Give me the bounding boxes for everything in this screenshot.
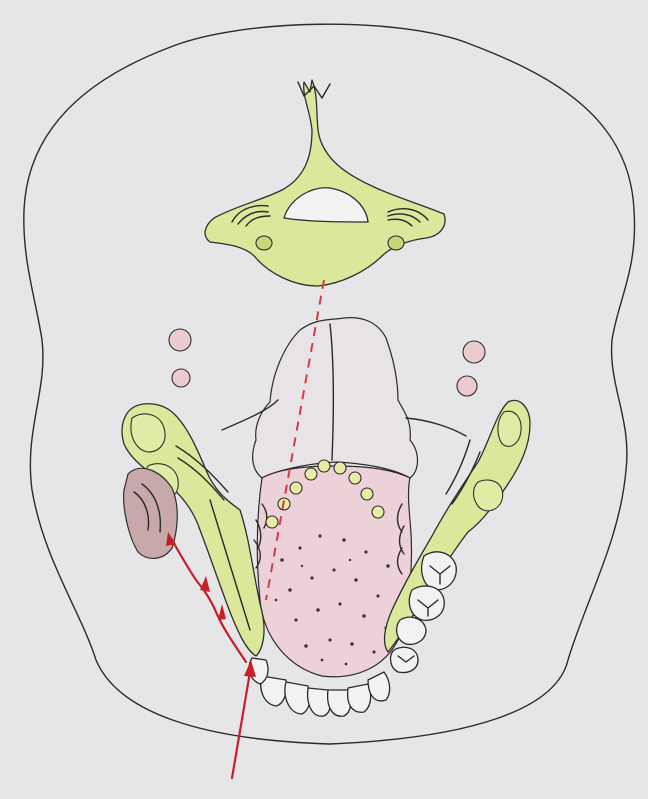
vertebra <box>205 80 445 286</box>
tissue-node-left-lower <box>172 369 190 387</box>
tissue-node-right-upper <box>463 341 485 363</box>
tissue-node-right-lower <box>457 376 477 396</box>
tissue-node-left-upper <box>169 329 191 351</box>
soft-palate <box>253 318 418 478</box>
